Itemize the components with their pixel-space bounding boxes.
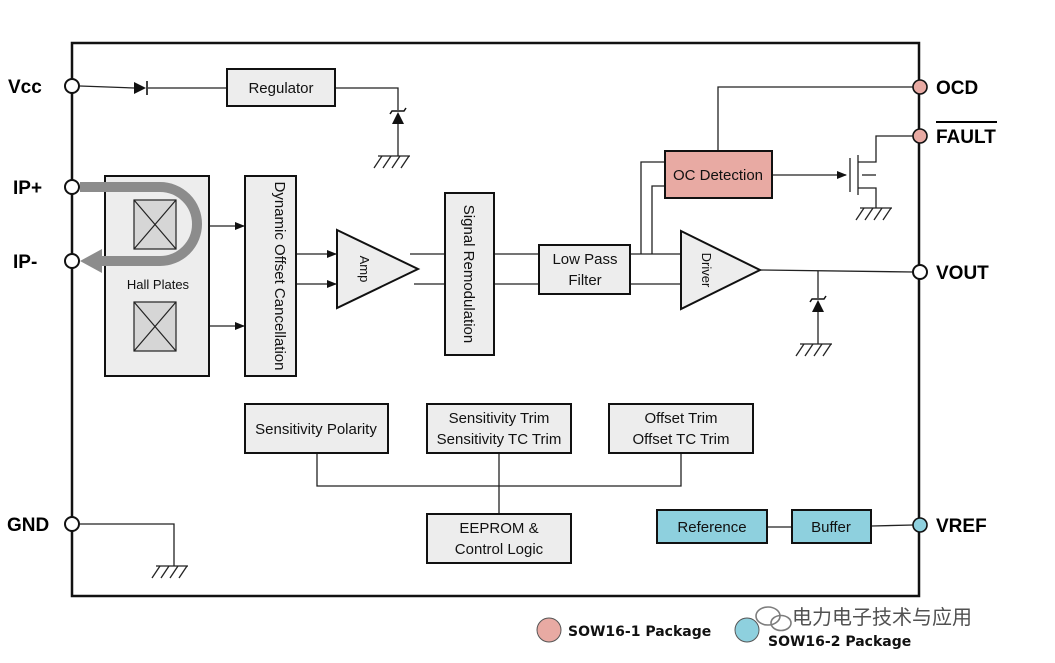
pin-vcc-label: Vcc bbox=[8, 77, 42, 98]
wires bbox=[79, 85, 914, 566]
pin-gnd: GND bbox=[7, 515, 80, 536]
ground-symbol-regulator bbox=[373, 155, 410, 169]
pin-ip-minus: IP- bbox=[13, 252, 80, 273]
ground-symbol-gnd bbox=[151, 565, 188, 579]
current-path-arrow-icon bbox=[80, 182, 202, 273]
eeprom-block: EEPROM & Control Logic bbox=[426, 513, 572, 564]
pin-vref-label: VREF bbox=[936, 516, 987, 537]
driver-label: Driver bbox=[699, 253, 714, 288]
signal-remodulation-label: Signal Remodulation bbox=[460, 205, 477, 343]
driver-block: Driver bbox=[680, 229, 763, 311]
pin-ip-plus-label: IP+ bbox=[13, 178, 42, 199]
oc-detection-block: OC Detection bbox=[664, 150, 773, 199]
legend-sow16-2: SOW16-2 Package bbox=[734, 617, 911, 650]
legend-sow16-1: SOW16-1 Package bbox=[536, 617, 711, 643]
watermark-text: 电力电子技术与应用 bbox=[792, 605, 972, 629]
legend-sow16-2-label: SOW16-2 Package bbox=[768, 634, 911, 650]
pin-vcc: Vcc bbox=[8, 77, 80, 98]
pin-gnd-label: GND bbox=[7, 515, 49, 536]
amp-label: Amp bbox=[357, 256, 372, 283]
pin-vout-label: VOUT bbox=[936, 263, 989, 284]
pin-fault-label: FAULT bbox=[936, 127, 996, 148]
sensitivity-trim-label-line2: Sensitivity TC Trim bbox=[437, 431, 562, 448]
regulator-block: Regulator bbox=[226, 68, 336, 107]
regulator-label: Regulator bbox=[248, 80, 313, 97]
offset-trim-label-line2: Offset TC Trim bbox=[633, 431, 730, 448]
low-pass-filter-block: Low Pass Filter bbox=[538, 244, 631, 295]
sensitivity-polarity-label: Sensitivity Polarity bbox=[255, 421, 377, 438]
offset-trim-block: Offset Trim Offset TC Trim bbox=[608, 403, 754, 454]
ic-outline bbox=[70, 41, 921, 598]
wechat-icon bbox=[755, 606, 792, 632]
oc-detection-label: OC Detection bbox=[673, 167, 763, 184]
reference-label: Reference bbox=[677, 519, 746, 536]
legend-sow16-1-label: SOW16-1 Package bbox=[568, 624, 711, 640]
pin-vref: VREF bbox=[912, 516, 987, 537]
sensitivity-polarity-block: Sensitivity Polarity bbox=[244, 403, 389, 454]
sensitivity-trim-block: Sensitivity Trim Sensitivity TC Trim bbox=[426, 403, 572, 454]
buffer-label: Buffer bbox=[811, 519, 851, 536]
watermark: 电力电子技术与应用 bbox=[755, 605, 972, 632]
pin-vout: VOUT bbox=[912, 263, 989, 284]
amp-block: Amp bbox=[336, 228, 421, 310]
reference-block: Reference bbox=[656, 509, 768, 544]
vcc-diode-icon bbox=[134, 81, 148, 95]
pin-ocd: OCD bbox=[912, 78, 978, 99]
buffer-block: Buffer bbox=[791, 509, 872, 544]
eeprom-label-line1: EEPROM & bbox=[459, 520, 538, 537]
eeprom-label-line2: Control Logic bbox=[455, 541, 544, 558]
ground-symbol-mosfet bbox=[855, 207, 892, 221]
hall-plates-block: Hall Plates bbox=[104, 175, 210, 377]
pin-ocd-label: OCD bbox=[936, 78, 978, 99]
pin-fault: FAULT bbox=[912, 121, 997, 148]
hall-plates-label: Hall Plates bbox=[127, 277, 190, 292]
ground-symbol-vout bbox=[795, 343, 832, 357]
dynamic-offset-cancellation-block: Dynamic Offset Cancellation bbox=[244, 175, 297, 377]
low-pass-label-line1: Low Pass bbox=[552, 251, 617, 268]
offset-trim-label-line1: Offset Trim bbox=[644, 410, 717, 427]
low-pass-label-line2: Filter bbox=[568, 272, 601, 289]
pin-ip-minus-label: IP- bbox=[13, 252, 37, 273]
dynamic-offset-label: Dynamic Offset Cancellation bbox=[271, 182, 288, 371]
regulator-zener-icon bbox=[389, 107, 407, 124]
sensitivity-trim-label-line1: Sensitivity Trim bbox=[449, 410, 550, 427]
signal-remodulation-block: Signal Remodulation bbox=[444, 192, 495, 356]
vout-zener-icon bbox=[809, 295, 827, 312]
pin-ip-plus: IP+ bbox=[13, 178, 80, 199]
